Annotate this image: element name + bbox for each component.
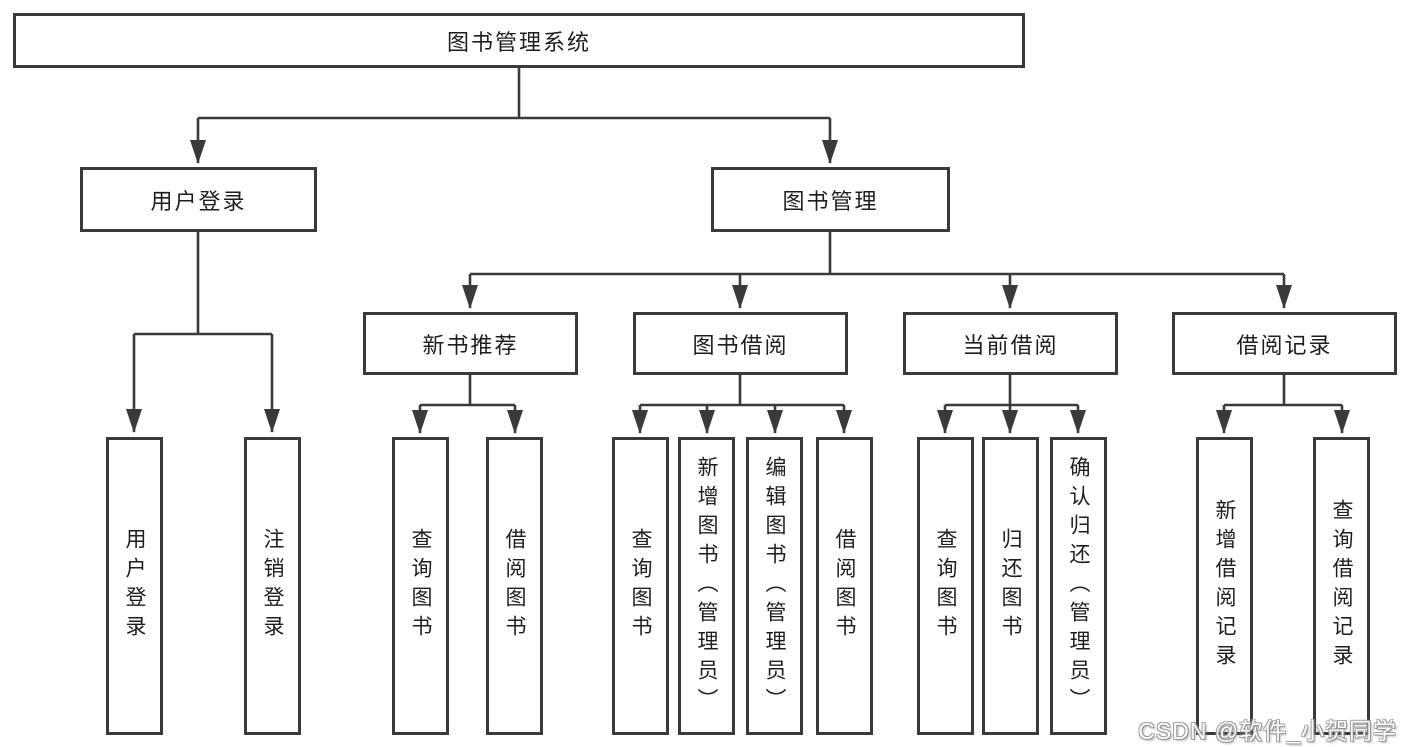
node-current-borrowing: 当前借阅: [903, 312, 1118, 375]
node-label: 查询图书: [629, 528, 652, 644]
node-borrowing-records: 借阅记录: [1172, 312, 1397, 375]
leaf-edit-books-admin: 编辑图书（管理员）: [746, 437, 803, 735]
node-label: 借阅图书: [503, 528, 526, 644]
watermark: CSDN @软件_小贺同学: [1138, 718, 1397, 744]
leaf-confirm-return-admin: 确认归还（管理员）: [1050, 437, 1107, 735]
leaf-query-books-recommend: 查询图书: [392, 437, 449, 735]
node-label: 借阅图书: [833, 528, 856, 644]
node-label: 查询借阅记录: [1330, 499, 1353, 673]
node-label: 用户登录: [123, 528, 146, 644]
node-label: 编辑图书（管理员）: [763, 455, 786, 717]
node-user-login: 用户登录: [80, 167, 317, 232]
node-label: 确认归还（管理员）: [1067, 455, 1090, 717]
leaf-add-borrow-record: 新增借阅记录: [1196, 437, 1253, 735]
node-label: 注销登录: [261, 528, 284, 644]
node-new-book-recommendation: 新书推荐: [363, 312, 578, 375]
leaf-query-borrow-record: 查询借阅记录: [1313, 437, 1370, 735]
node-label: 图书管理: [782, 188, 879, 214]
node-book-management-system: 图书管理系统: [13, 13, 1025, 68]
leaf-add-books-admin: 新增图书（管理员）: [678, 437, 735, 735]
node-label: 新增借阅记录: [1213, 499, 1236, 673]
node-book-management: 图书管理: [711, 167, 950, 232]
node-label: 新增图书（管理员）: [695, 455, 718, 717]
leaf-user-login: 用户登录: [106, 437, 163, 735]
leaf-return-books: 归还图书: [982, 437, 1039, 735]
node-label: 归还图书: [999, 528, 1022, 644]
node-label: 当前借阅: [962, 332, 1059, 358]
node-book-borrowing: 图书借阅: [633, 312, 848, 375]
node-label: 图书管理系统: [446, 29, 591, 55]
leaf-borrow-books-borrowing: 借阅图书: [816, 437, 873, 735]
leaf-query-books-current: 查询图书: [917, 437, 974, 735]
node-label: 用户登录: [150, 188, 247, 214]
node-label: 新书推荐: [422, 332, 519, 358]
node-label: 借阅记录: [1236, 332, 1333, 358]
node-label: 查询图书: [409, 528, 432, 644]
node-label: 图书借阅: [692, 332, 789, 358]
leaf-logout-login: 注销登录: [244, 437, 301, 735]
leaf-borrow-books-recommend: 借阅图书: [486, 437, 543, 735]
node-label: 查询图书: [934, 528, 957, 644]
leaf-query-books-borrowing: 查询图书: [612, 437, 669, 735]
